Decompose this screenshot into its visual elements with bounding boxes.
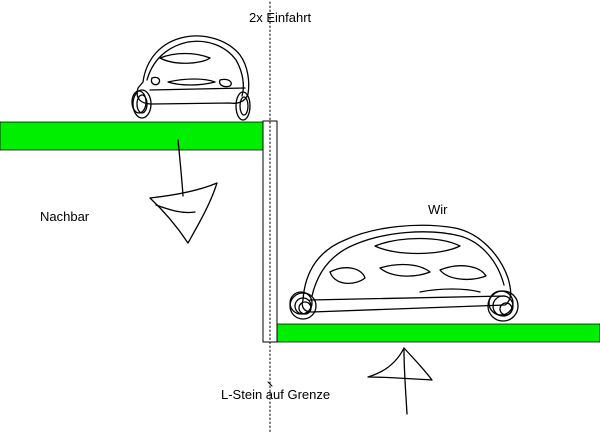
up-arrow (367, 347, 433, 415)
neighbor-label: Nachbar (40, 209, 90, 224)
boundary-marker-tick (267, 381, 273, 387)
our-label: Wir (428, 202, 448, 217)
l-stone-label: L-Stein auf Grenze (221, 387, 331, 402)
our-car (289, 224, 519, 322)
our-ground (276, 323, 600, 343)
neighbor-car (131, 35, 251, 121)
down-arrow (149, 139, 218, 244)
neighbor-ground (0, 121, 264, 151)
l-stone-wall (262, 120, 278, 343)
driveway-label: 2x Einfahrt (249, 10, 312, 25)
